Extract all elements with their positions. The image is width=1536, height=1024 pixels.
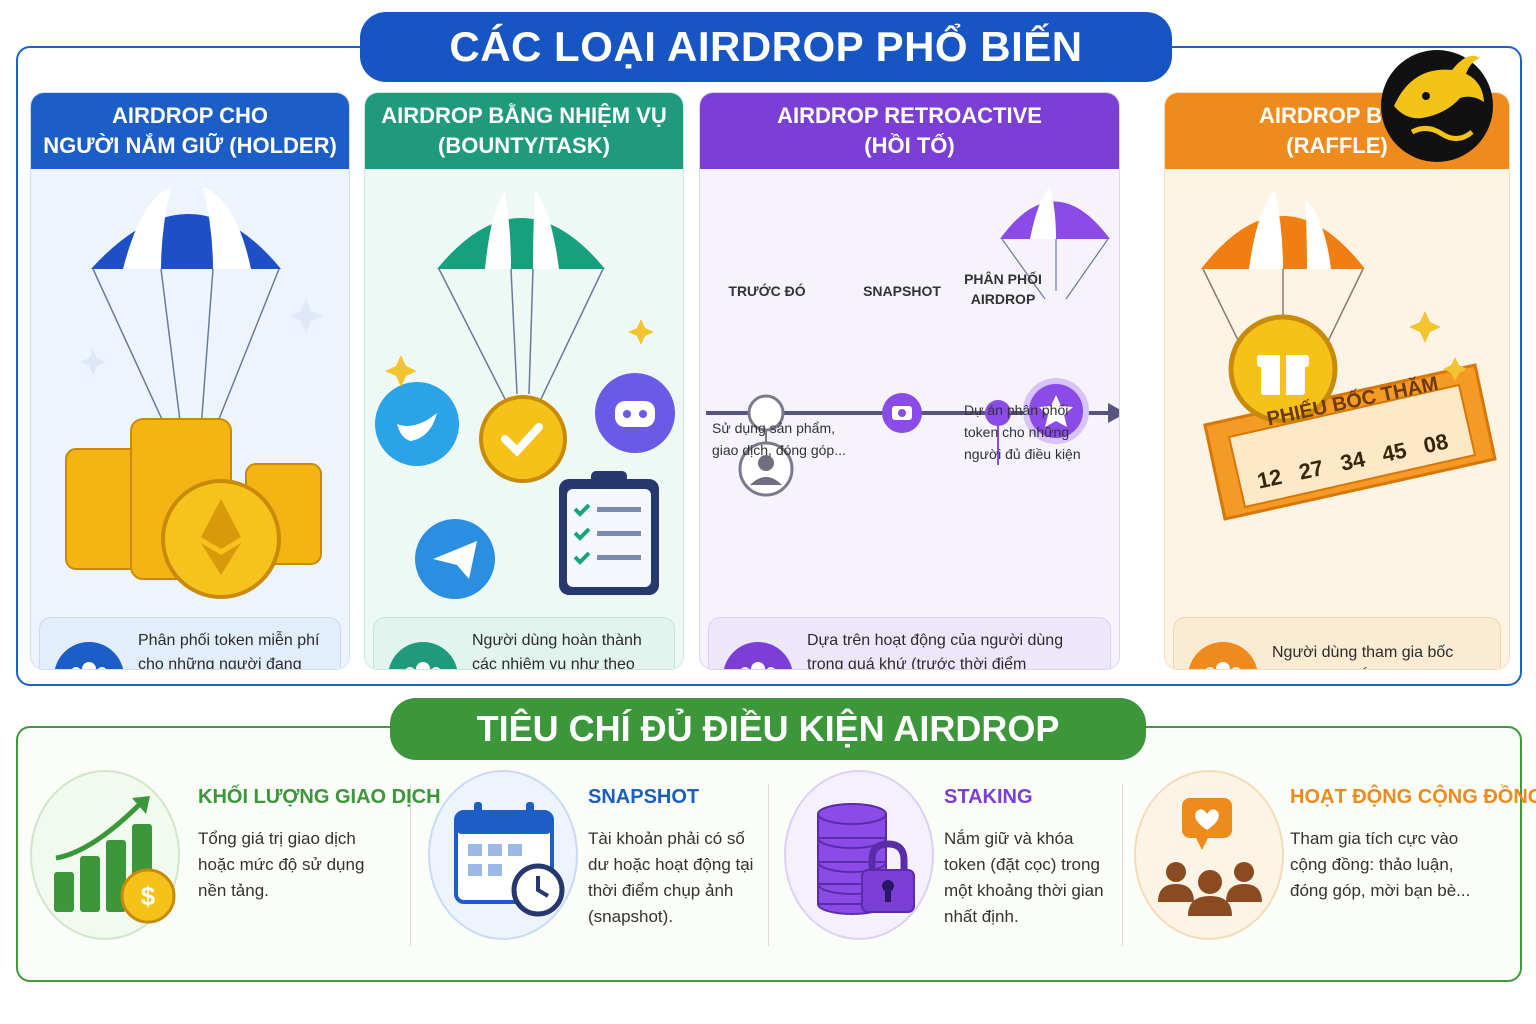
card-description-text: Dựa trên hoạt động của người dùng trong … xyxy=(807,632,1064,670)
users-icon xyxy=(388,642,458,669)
criterion-text: Tham gia tích cực vào cộng đồng: thảo lu… xyxy=(1290,829,1471,900)
raffle-number: 45 xyxy=(1379,437,1409,467)
criterion-title: STAKING xyxy=(944,786,1033,808)
users-icon xyxy=(54,642,124,669)
calendar-clock-icon xyxy=(428,770,578,940)
users-icon xyxy=(723,642,793,669)
card-description: Phân phối token miễn phí cho những người… xyxy=(39,617,341,670)
timeline-before-text: Sử dụng sản phẩm, giao dịch, đóng góp... xyxy=(712,420,846,458)
criterion-title: SNAPSHOT xyxy=(588,786,700,808)
criterion-text: Tổng giá trị giao dịch hoặc mức độ sử dụ… xyxy=(198,829,365,900)
criterion-title: HOẠT ĐỘNG CỘNG ĐỒNG xyxy=(1290,786,1536,808)
card-title-line1: AIRDROP BẰNG NHIỆM VỤ xyxy=(381,103,667,128)
svg-text:$: $ xyxy=(141,881,156,911)
card-title-line2: (BOUNTY/TASK) xyxy=(438,133,610,158)
card-header: AIRDROP BẰNG NHIỆM VỤ (BOUNTY/TASK) xyxy=(365,93,683,169)
card-description-text: Người dùng tham gia bốc thăm may mắn. Ng… xyxy=(1272,644,1473,669)
parachute-ticket-icon xyxy=(1201,191,1497,521)
timeline-distribute-label-2: AIRDROP xyxy=(970,291,1036,307)
card-title-line2: (RAFFLE) xyxy=(1286,133,1388,158)
card-description: Người dùng tham gia bốc thăm may mắn. Ng… xyxy=(1173,617,1501,669)
card-description: Người dùng hoàn thành các nhiệm vụ như t… xyxy=(373,617,675,670)
timeline-before-label: TRƯỚC ĐÓ xyxy=(728,283,806,299)
card-title-line1: AIRDROP RETROACTIVE xyxy=(777,103,1042,128)
divider xyxy=(768,784,769,946)
community-heart-icon xyxy=(1134,770,1284,940)
card-title-line2: (HỒI TỐ) xyxy=(864,133,955,158)
whale-logo-icon xyxy=(1381,50,1493,162)
card-holder-airdrop: AIRDROP CHO NGƯỜI NẮM GIỮ (HOLDER) xyxy=(30,92,350,670)
criterion-text: Nắm giữ và khóa token (đặt cọc) trong mộ… xyxy=(944,829,1104,926)
card-header: AIRDROP CHO NGƯỜI NẮM GIỮ (HOLDER) xyxy=(31,93,349,169)
card-header: AIRDROP RETROACTIVE (HỒI TỐ) xyxy=(700,93,1119,169)
growth-chart-coin-icon: $ xyxy=(30,770,180,940)
criterion-staking: STAKING Nắm giữ và khóa token (đặt cọc) … xyxy=(784,770,1120,960)
timeline-distribute-text: Dự án phân phối token cho những người đủ… xyxy=(964,402,1081,462)
timeline-distribute-label-1: PHÂN PHỐI xyxy=(964,271,1042,287)
raffle-number: 08 xyxy=(1421,428,1451,459)
users-icon xyxy=(1188,642,1258,669)
criterion-snapshot: SNAPSHOT Tài khoản phải có số dư hoặc ho… xyxy=(428,770,768,960)
card-bounty-airdrop: AIRDROP BẰNG NHIỆM VỤ (BOUNTY/TASK) xyxy=(364,92,684,670)
raffle-number: 27 xyxy=(1296,455,1326,485)
retroactive-timeline-graphic xyxy=(706,187,1119,497)
divider xyxy=(410,784,411,946)
parachute-tasks-icon xyxy=(375,191,675,599)
card-title-line2: NGƯỜI NẮM GIỮ (HOLDER) xyxy=(43,133,337,158)
criterion-text: Tài khoản phải có số dư hoặc hoạt động t… xyxy=(588,829,754,926)
criterion-trading-volume: $ KHỐI LƯỢNG GIAO DỊCH Tổng giá trị giao… xyxy=(30,770,441,960)
card-retroactive-airdrop: AIRDROP RETROACTIVE (HỒI TỐ) TRƯỚC ĐÓ SN… xyxy=(699,92,1120,670)
criteria-section-title: TIÊU CHÍ ĐỦ ĐIỀU KIỆN AIRDROP xyxy=(390,698,1146,760)
raffle-number: 12 xyxy=(1255,463,1285,494)
card-raffle-airdrop: AIRDROP BỐC (RAFFLE) PHIẾU BỐC THĂM 12 2… xyxy=(1164,92,1510,670)
card-description: Dựa trên hoạt động của người dùng trong … xyxy=(708,617,1111,670)
timeline-distribute-label: PHÂN PHỐI AIRDROP xyxy=(962,269,1044,309)
coin-stack-lock-icon xyxy=(784,770,934,940)
raffle-number: 34 xyxy=(1338,446,1368,476)
parachute-coins-icon xyxy=(65,187,323,599)
criterion-community-activity: HOẠT ĐỘNG CỘNG ĐỒNG Tham gia tích cực và… xyxy=(1134,770,1536,960)
timeline-snapshot-label: SNAPSHOT xyxy=(863,283,941,299)
card-title-line1: AIRDROP CHO xyxy=(111,103,269,128)
divider xyxy=(1122,784,1123,946)
card-description-text: Người dùng hoàn thành các nhiệm vụ như t… xyxy=(472,632,642,670)
criterion-title: KHỐI LƯỢNG GIAO DỊCH xyxy=(198,786,441,808)
card-description-text: Phân phối token miễn phí cho những người… xyxy=(138,632,320,670)
section-title: CÁC LOẠI AIRDROP PHỔ BIẾN xyxy=(360,12,1172,82)
